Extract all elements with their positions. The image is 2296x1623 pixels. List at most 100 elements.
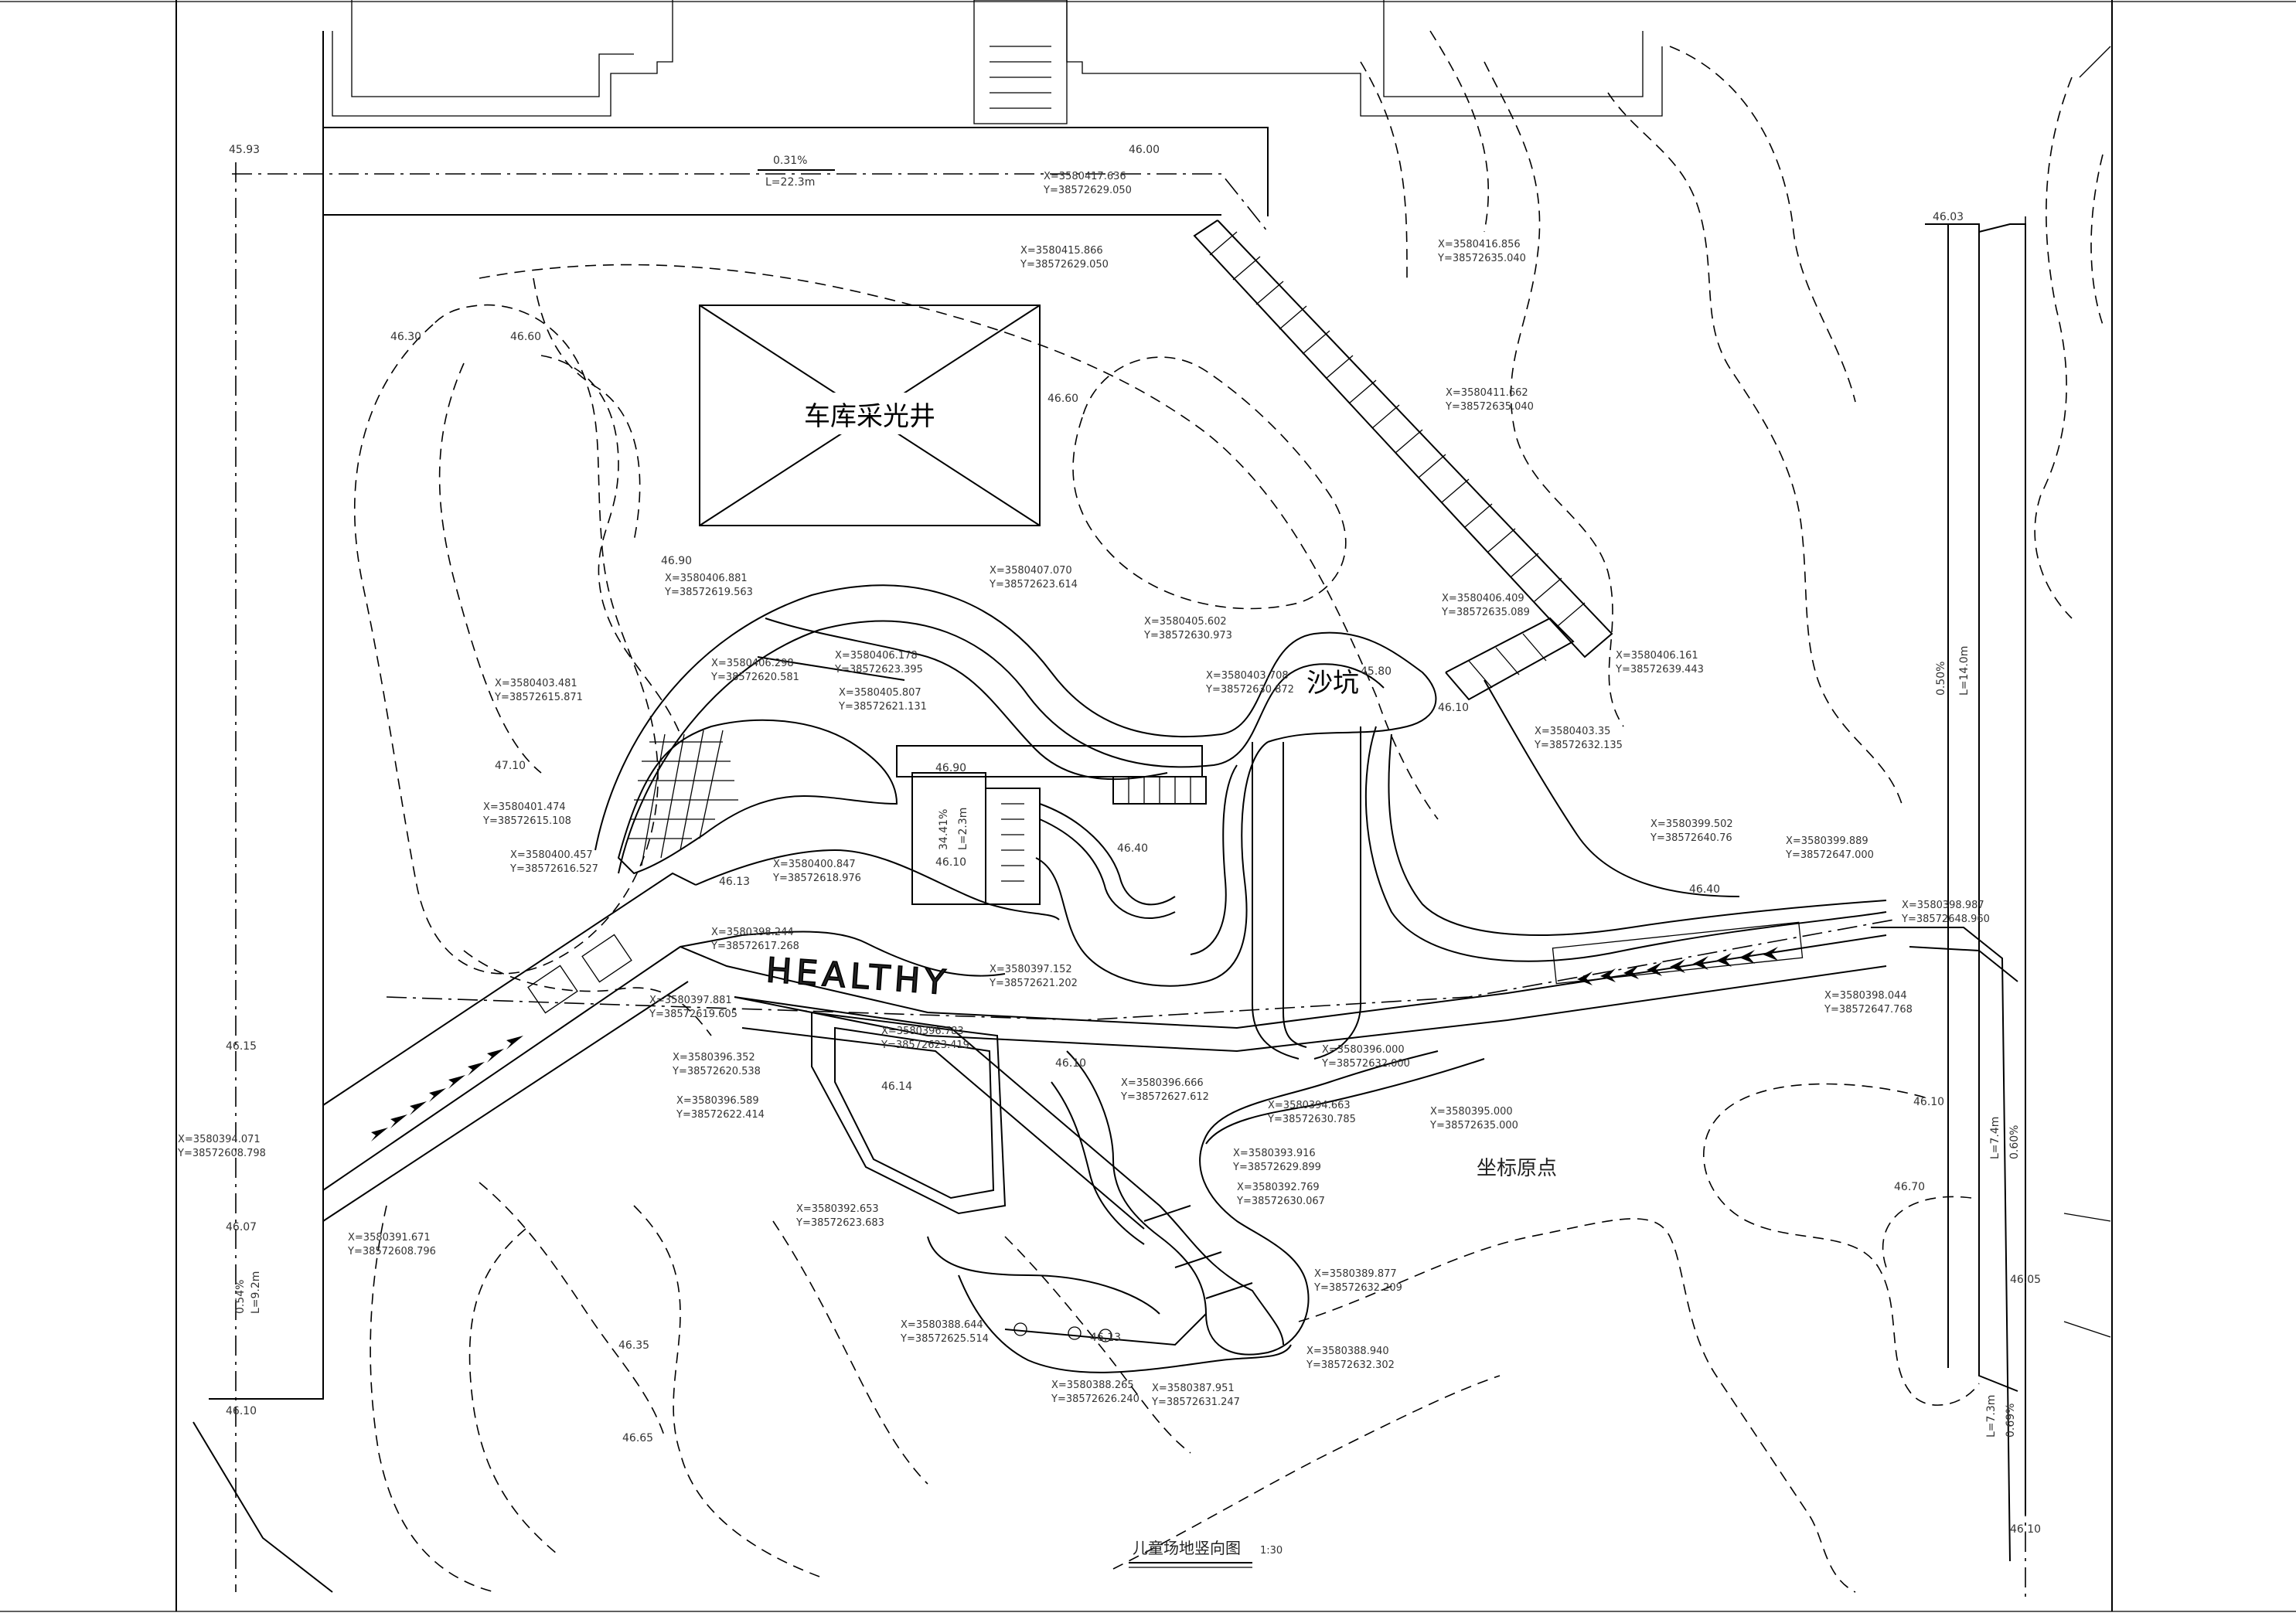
elevation: 46.90 [935, 762, 966, 774]
building-outline [332, 0, 1663, 124]
coord-x: X=3580399.889 [1786, 835, 1868, 847]
coord-y: Y=38572647.768 [1824, 1004, 1913, 1016]
elevation: 46.60 [510, 331, 541, 343]
contour-lines [353, 30, 2104, 1593]
coord-x: X=3580417.636 [1044, 171, 1126, 182]
coord-y: Y=38572647.000 [1785, 849, 1874, 861]
elevation: 46.07 [226, 1221, 257, 1233]
elevation: 46.05 [2010, 1274, 2041, 1286]
coord-y: Y=38572608.798 [177, 1148, 266, 1159]
road-arrows [1577, 947, 1778, 985]
coord-y: Y=38572620.581 [710, 672, 799, 683]
coord-x: X=3580396.666 [1121, 1077, 1204, 1089]
coord-y: Y=38572623.683 [795, 1217, 884, 1229]
lower-play-paths [734, 996, 1485, 1373]
elevation: 46.00 [1129, 144, 1160, 156]
coord-x: X=3580406.178 [835, 650, 918, 662]
ramp-arrows [371, 1036, 523, 1142]
elevation: 46.15 [226, 1040, 257, 1053]
coord-y: Y=38572621.202 [989, 978, 1078, 989]
elevation: 46.14 [881, 1080, 912, 1093]
elevation: 46.70 [1894, 1181, 1925, 1193]
coord-y: Y=38572630.067 [1236, 1196, 1325, 1207]
coord-x: X=3580403.708 [1206, 670, 1289, 682]
coord-x: X=3580406.409 [1442, 593, 1524, 604]
coord-x: X=3580415.866 [1020, 245, 1103, 257]
coord-x: X=3580395.000 [1430, 1106, 1513, 1118]
elevation: 46.10 [226, 1405, 257, 1417]
coord-y: Y=38572640.76 [1650, 832, 1732, 844]
coord-y: Y=38572617.268 [710, 941, 799, 952]
slope-length: L=7.3m [1985, 1395, 1998, 1438]
elevation: 46.60 [1048, 393, 1078, 405]
coord-x: X=3580398.244 [711, 927, 794, 938]
coord-y: Y=38572635.040 [1445, 401, 1534, 413]
coord-y: Y=38572632.302 [1306, 1359, 1395, 1371]
climbing-net [617, 719, 898, 875]
coord-y: Y=38572608.796 [347, 1246, 436, 1257]
elevation: 46.10 [1055, 1057, 1086, 1070]
coord-x: X=3580416.856 [1438, 239, 1521, 250]
coord-x: X=3580400.847 [773, 859, 856, 870]
coord-y: Y=38572631.247 [1151, 1397, 1240, 1408]
coord-y: Y=38572619.605 [649, 1009, 738, 1020]
slope-length: L=22.3m [765, 176, 815, 189]
coord-x: X=3580392.769 [1237, 1182, 1320, 1193]
coord-y: Y=38572622.414 [676, 1109, 765, 1121]
stepping-path [1193, 219, 1613, 701]
elevation: 46.30 [390, 331, 421, 343]
coord-x: X=3580406.161 [1616, 650, 1698, 662]
coord-y: Y=38572625.514 [900, 1333, 989, 1345]
coord-x: X=3580406.881 [665, 573, 748, 584]
elevation: 46.90 [661, 555, 692, 567]
coord-x: X=3580388.940 [1306, 1346, 1389, 1357]
coord-x: X=3580393.916 [1233, 1148, 1316, 1159]
elevation: 46.10 [1438, 702, 1469, 714]
coord-x: X=3580397.152 [990, 964, 1072, 975]
coord-x: X=3580411.662 [1446, 387, 1528, 399]
coord-x: X=3580398.044 [1824, 990, 1907, 1002]
coord-y: Y=38572626.240 [1051, 1393, 1139, 1405]
slope-length: L=7.4m [1989, 1117, 2001, 1159]
coord-y: Y=38572619.563 [664, 587, 753, 598]
axis-lines [232, 162, 2026, 1600]
coord-y: Y=38572623.614 [989, 579, 1078, 590]
entrance-stairs [990, 46, 1051, 109]
elevation: 47.10 [495, 760, 526, 772]
elevation: 46.10 [2010, 1523, 2041, 1536]
coord-x: X=3580396.000 [1322, 1044, 1405, 1056]
slope-grade: 0.54% [234, 1280, 247, 1314]
coord-y: Y=38572632.209 [1313, 1282, 1402, 1294]
slope-length: L=2.3m [957, 808, 969, 850]
elevation: 45.80 [1361, 665, 1392, 678]
slope-grade: 0.69% [2005, 1404, 2017, 1438]
coord-x: X=3580400.457 [510, 849, 593, 861]
title-block: 儿童场地竖向图 1:30 [1129, 1539, 1283, 1568]
coord-y: Y=38572627.612 [1120, 1091, 1209, 1103]
origin-label: 坐标原点 [1477, 1157, 1557, 1180]
coord-y: Y=38572615.108 [482, 815, 571, 827]
coord-x: X=3580394.071 [178, 1134, 261, 1145]
coord-x: X=3580399.502 [1650, 818, 1733, 830]
garage-skylight: 车库采光井 [699, 305, 1041, 526]
coord-y: Y=38572618.976 [772, 873, 861, 884]
coord-y: Y=38572621.131 [838, 701, 927, 713]
elevation: 46.13 [1090, 1332, 1121, 1344]
elevation: 46.10 [1913, 1096, 1944, 1108]
coord-x: X=3580407.070 [990, 565, 1072, 577]
coord-x: X=3580396.589 [676, 1095, 759, 1107]
coord-x: X=3580388.265 [1051, 1380, 1134, 1391]
winding-path-upper [594, 584, 1887, 1060]
coordinate-labels: X=3580417.636 Y=38572629.050 X=3580415.8… [177, 171, 1990, 1408]
slope-grade: 0.31% [773, 155, 807, 167]
elevation: 46.65 [622, 1432, 653, 1444]
site-boundary [192, 31, 2111, 1593]
elevation: 46.40 [1117, 842, 1148, 855]
coord-y: Y=38572629.050 [1043, 185, 1132, 196]
coord-y: Y=38572620.538 [672, 1066, 761, 1077]
elevation: 46.40 [1689, 883, 1720, 896]
coord-x: X=3580387.951 [1152, 1383, 1235, 1394]
elevation: 46.35 [618, 1339, 649, 1352]
slope-grade: 34.41% [938, 809, 950, 850]
